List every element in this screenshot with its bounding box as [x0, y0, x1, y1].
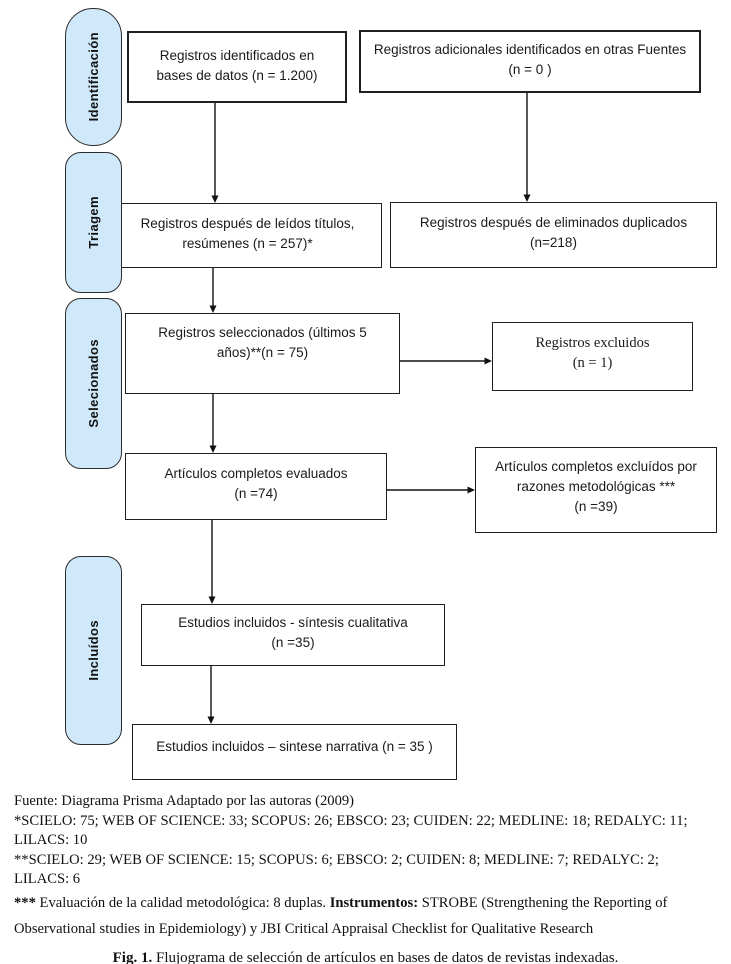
- stage-incluidos: Incluídos: [65, 556, 122, 745]
- box-text: (n = 1): [572, 355, 613, 371]
- box-text: razones metodológicas ***: [516, 479, 676, 494]
- caption-fig-label: Fig. 1.: [112, 949, 153, 964]
- box-text: años)**(n = 75): [216, 345, 309, 360]
- stage-triagem: Triagem: [65, 152, 122, 293]
- box-fulltext-articles-excluded: Artículos completos excluídos por razone…: [475, 447, 717, 533]
- box-studies-included-narrative: Estudios incluidos – sintese narrativa (…: [132, 724, 457, 780]
- stage-label: Selecionados: [86, 339, 101, 428]
- box-records-selected-last-5-years: Registros seleccionados (últimos 5 años)…: [125, 313, 400, 394]
- box-text: (n =39): [574, 499, 618, 514]
- box-additional-records-other-sources: Registros adicionales identificados en o…: [359, 30, 701, 93]
- box-text: Estudios incluidos - síntesis cualitativ…: [178, 615, 408, 630]
- box-text: Registros después de leídos títulos,: [140, 216, 355, 231]
- box-text: (n=218): [530, 235, 577, 250]
- caption-text: Flujograma de selección de artículos en …: [152, 949, 619, 964]
- box-text: (n = 0 ): [508, 62, 552, 77]
- box-text: resúmenes (n = 257)*: [182, 236, 313, 251]
- note3-post: STROBE (Strengthening the Reporting of O…: [14, 894, 668, 937]
- box-records-after-duplicates-removed: Registros después de eliminados duplicad…: [390, 202, 717, 268]
- box-text: Registros adicionales identificados en o…: [373, 42, 687, 57]
- stage-label: Triagem: [86, 196, 101, 249]
- note3-stars: ***: [14, 894, 36, 911]
- note-asterisk-2: **SCIELO: 29; WEB OF SCIENCE: 15; SCOPUS…: [14, 851, 659, 888]
- stage-selecionados: Selecionados: [65, 298, 122, 469]
- box-text: (n =35): [271, 635, 315, 650]
- footnotes: Fuente: Diagrama Prisma Adaptado por las…: [14, 792, 717, 964]
- box-records-excluded: Registros excluidos (n = 1): [492, 322, 693, 391]
- box-text: Estudios incluidos – sintese narrativa (…: [156, 739, 433, 754]
- box-studies-included-qualitative: Estudios incluidos - síntesis cualitativ…: [141, 604, 445, 666]
- note-asterisk-1: *SCIELO: 75; WEB OF SCIENCE: 33; SCOPUS:…: [14, 812, 688, 849]
- source-note: Fuente: Diagrama Prisma Adaptado por las…: [14, 793, 355, 809]
- box-text: Artículos completos evaluados: [164, 466, 348, 481]
- box-text: Registros excluidos: [535, 335, 650, 351]
- note3-instrumentos: Instrumentos:: [329, 894, 419, 911]
- box-records-identified-databases: Registros identificados en bases de dato…: [127, 31, 347, 103]
- stage-label: Identificación: [86, 32, 101, 122]
- box-fulltext-articles-evaluated: Artículos completos evaluados (n =74): [125, 453, 387, 520]
- box-text: Registros después de eliminados duplicad…: [419, 215, 688, 230]
- note3-pre: Evaluación de la calidad metodológica: 8…: [35, 894, 330, 911]
- box-records-after-titles-abstracts: Registros después de leídos títulos, res…: [113, 203, 382, 268]
- box-text: Registros identificados en: [159, 48, 315, 63]
- box-text: (n =74): [234, 486, 278, 501]
- box-text: Registros seleccionados (últimos 5: [158, 325, 367, 340]
- stage-identificacion: Identificación: [65, 8, 122, 146]
- box-text: Artículos completos excluídos por: [495, 459, 697, 474]
- box-text: bases de datos (n = 1.200): [156, 68, 318, 83]
- stage-label: Incluídos: [86, 620, 101, 681]
- note-asterisk-3: *** Evaluación de la calidad metodológic…: [14, 890, 717, 942]
- figure-caption: Fig. 1. Flujograma de selección de artíc…: [14, 947, 717, 964]
